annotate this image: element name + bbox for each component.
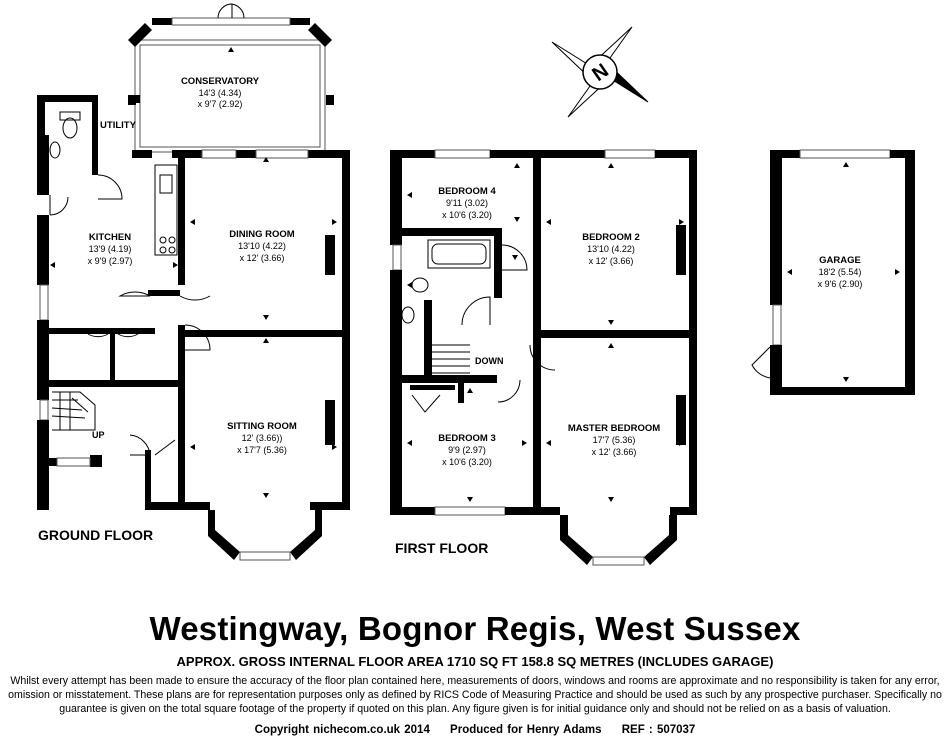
north-compass-icon: N [551,26,649,118]
produced-for-text: Produced for Henry Adams [450,724,602,736]
property-title: Westingway, Bognor Regis, West Sussex [149,610,801,647]
conservatory-dim1: 14'3 (4.34) [199,88,242,98]
floor-area-summary: APPROX. GROSS INTERNAL FLOOR AREA 1710 S… [176,654,774,669]
kitchen-dim2: x 9'9 (2.97) [88,256,133,266]
garage-dim2: x 9'6 (2.90) [818,279,863,289]
ground-floor-plan: CONSERVATORY 14'3 (4.34) x 9'7 (2.92) UT… [37,3,350,561]
dining-room-dim2: x 12' (3.66) [240,253,285,263]
disclaimer-text: Whilst every attempt has been made to en… [8,675,942,715]
sitting-room-dim2: x 17'7 (5.36) [237,445,287,455]
bedroom-3-dim1: 9'9 (2.97) [448,445,486,455]
bedroom-3-dim2: x 10'6 (3.20) [442,457,492,467]
ground-floor-label: GROUND FLOOR [38,527,153,543]
utility-name: UTILITY [100,120,137,131]
master-bedroom-dim1: 17'7 (5.36) [593,435,636,445]
conservatory-name: CONSERVATORY [181,76,260,87]
master-bedroom-name: MASTER BEDROOM [568,423,660,434]
credits-line: Copyright nichecom.co.uk 2014 Produced f… [0,724,950,736]
conservatory-dim2: x 9'7 (2.92) [198,99,243,109]
stairs-down-label: DOWN [475,356,504,366]
stairs-up-label: UP [92,430,105,440]
garage-dim1: 18'2 (5.54) [819,267,862,277]
first-floor-label: FIRST FLOOR [395,540,488,556]
bedroom-4-name: BEDROOM 4 [438,186,496,197]
dining-room-name: DINING ROOM [229,229,295,240]
stairs-up-ground [51,391,96,431]
first-floor-walls [390,149,697,566]
sitting-room-name: SITTING ROOM [227,421,297,432]
master-bedroom-dim2: x 12' (3.66) [592,447,637,457]
kitchen-dim1: 13'9 (4.19) [89,244,132,254]
bedroom-4-dim1: 9'11 (3.02) [446,198,488,208]
bedroom-2-dim2: x 12' (3.66) [589,256,634,266]
conservatory-structure [128,3,334,153]
bedroom-4-dim2: x 10'6 (3.20) [442,210,492,220]
bedroom-2-dim1: 13'10 (4.22) [587,244,635,254]
first-floor-plan: BEDROOM 4 9'11 (3.02) x 10'6 (3.20) BEDR… [390,149,697,566]
garage-plan: GARAGE 18'2 (5.54) x 9'6 (2.90) [751,149,915,395]
ground-floor-walls [37,47,350,561]
bedroom-2-name: BEDROOM 2 [582,232,640,243]
reference-text: REF : 507037 [621,724,696,736]
bedroom-3-name: BEDROOM 3 [438,433,496,444]
floor-plan-drawing: CONSERVATORY 14'3 (4.34) x 9'7 (2.92) UT… [37,3,915,566]
kitchen-name: KITCHEN [89,232,131,243]
copyright-text: Copyright nichecom.co.uk 2014 [254,724,430,736]
dining-room-dim1: 13'10 (4.22) [238,241,286,251]
sitting-room-dim1: 12' (3.66)) [242,433,283,443]
garage-name: GARAGE [819,255,861,266]
